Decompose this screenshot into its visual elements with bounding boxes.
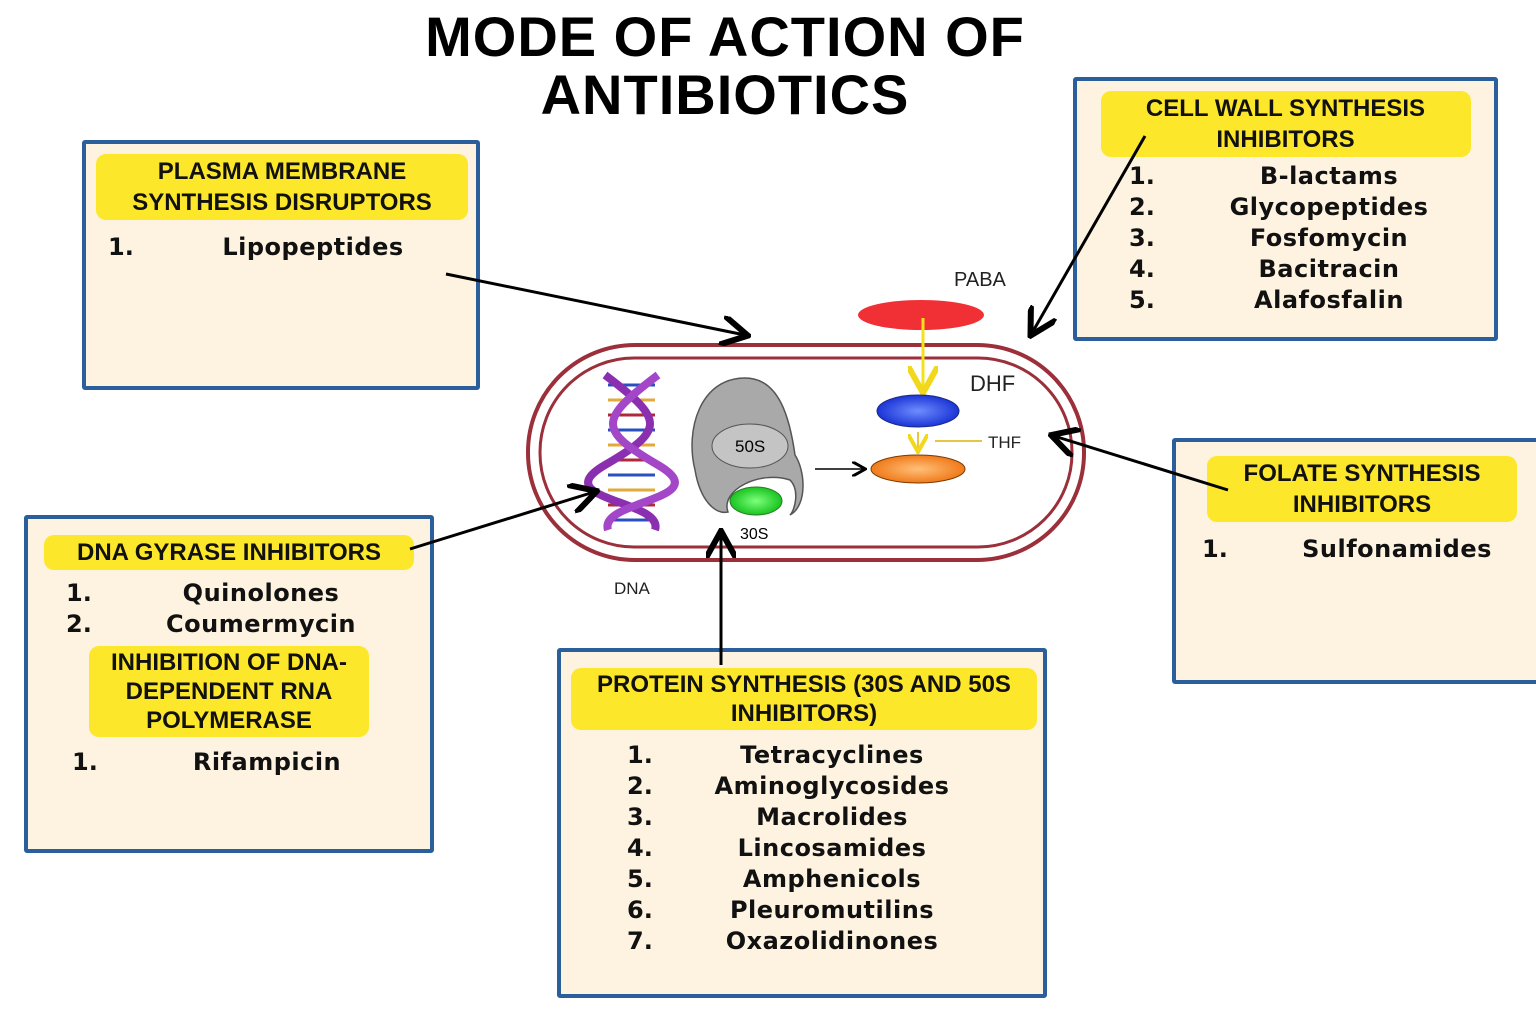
30s-label: 30S: [740, 526, 768, 543]
list-item: 1.Quinolones: [66, 579, 340, 607]
arrow-cellwall: [1032, 135, 1147, 333]
dhf-molecule: [876, 394, 960, 428]
dna-helix-icon: [584, 371, 679, 532]
30s-subunit: [729, 486, 783, 516]
list-item: 5.Amphenicols: [627, 865, 922, 893]
list-item: 1.Tetracyclines: [627, 741, 924, 769]
list-item: 6.Pleuromutilins: [627, 896, 935, 924]
dhf-label: DHF: [970, 371, 1015, 396]
list-item: 7.Oxazolidinones: [627, 927, 939, 955]
arrow-folate: [1054, 436, 1229, 492]
dna-gyrase-box: DNA gyrase inhibitors 1.Quinolones 2.Cou…: [24, 515, 434, 853]
list-item: 1.Sulfonamides: [1202, 535, 1492, 563]
50s-subunit: [711, 423, 789, 469]
plasma-heading: Plasma membrane synthesis disruptors: [96, 154, 468, 220]
list-item: 2.Aminoglycosides: [627, 772, 950, 800]
page-title: MODE OF ACTION OF ANTIBIOTICS: [425, 5, 1025, 126]
arrow-dna: [409, 492, 594, 551]
cell-wall-box: Cell wall synthesis inhibitors 1.B-lacta…: [1073, 77, 1498, 341]
list-item: 1.Rifampicin: [72, 748, 342, 776]
list-item: 1.Lipopeptides: [108, 233, 404, 261]
protein-heading: Protein synthesis (30S and 50S inhibitor…: [571, 668, 1037, 730]
list-item: 4.Bacitracin: [1129, 255, 1400, 283]
folate-synthesis-box: Folate synthesis inhibitors 1.Sulfonamid…: [1172, 438, 1536, 684]
list-item: 1.B-lactams: [1129, 162, 1399, 190]
outer-membrane: [526, 343, 1086, 562]
thf-label: THF: [988, 433, 1021, 452]
50s-label: 50S: [735, 437, 765, 456]
thf-molecule: [870, 454, 966, 484]
folate-heading: Folate synthesis inhibitors: [1207, 456, 1517, 522]
list-item: 3.Fosfomycin: [1129, 224, 1409, 252]
protein-synthesis-box: Protein synthesis (30S and 50S inhibitor…: [557, 648, 1047, 998]
list-item: 2.Coumermycin: [66, 610, 356, 638]
list-item: 5.Alafosfalin: [1129, 286, 1404, 314]
arrow-plasma: [445, 272, 745, 335]
plasma-membrane-box: Plasma membrane synthesis disruptors 1.L…: [82, 140, 480, 390]
list-item: 2.Glycopeptides: [1129, 193, 1429, 221]
list-item: 3.Macrolides: [627, 803, 908, 831]
paba-label: PABA: [954, 269, 1007, 291]
dna-label: DNA: [614, 579, 651, 598]
dna-heading: DNA gyrase inhibitors: [44, 535, 414, 570]
rna-polymerase-heading: Inhibition of DNA-dependent RNA polymera…: [89, 646, 369, 737]
paba-molecule: [858, 300, 984, 330]
list-item: 4.Lincosamides: [627, 834, 927, 862]
cellwall-heading: Cell wall synthesis inhibitors: [1100, 91, 1471, 157]
